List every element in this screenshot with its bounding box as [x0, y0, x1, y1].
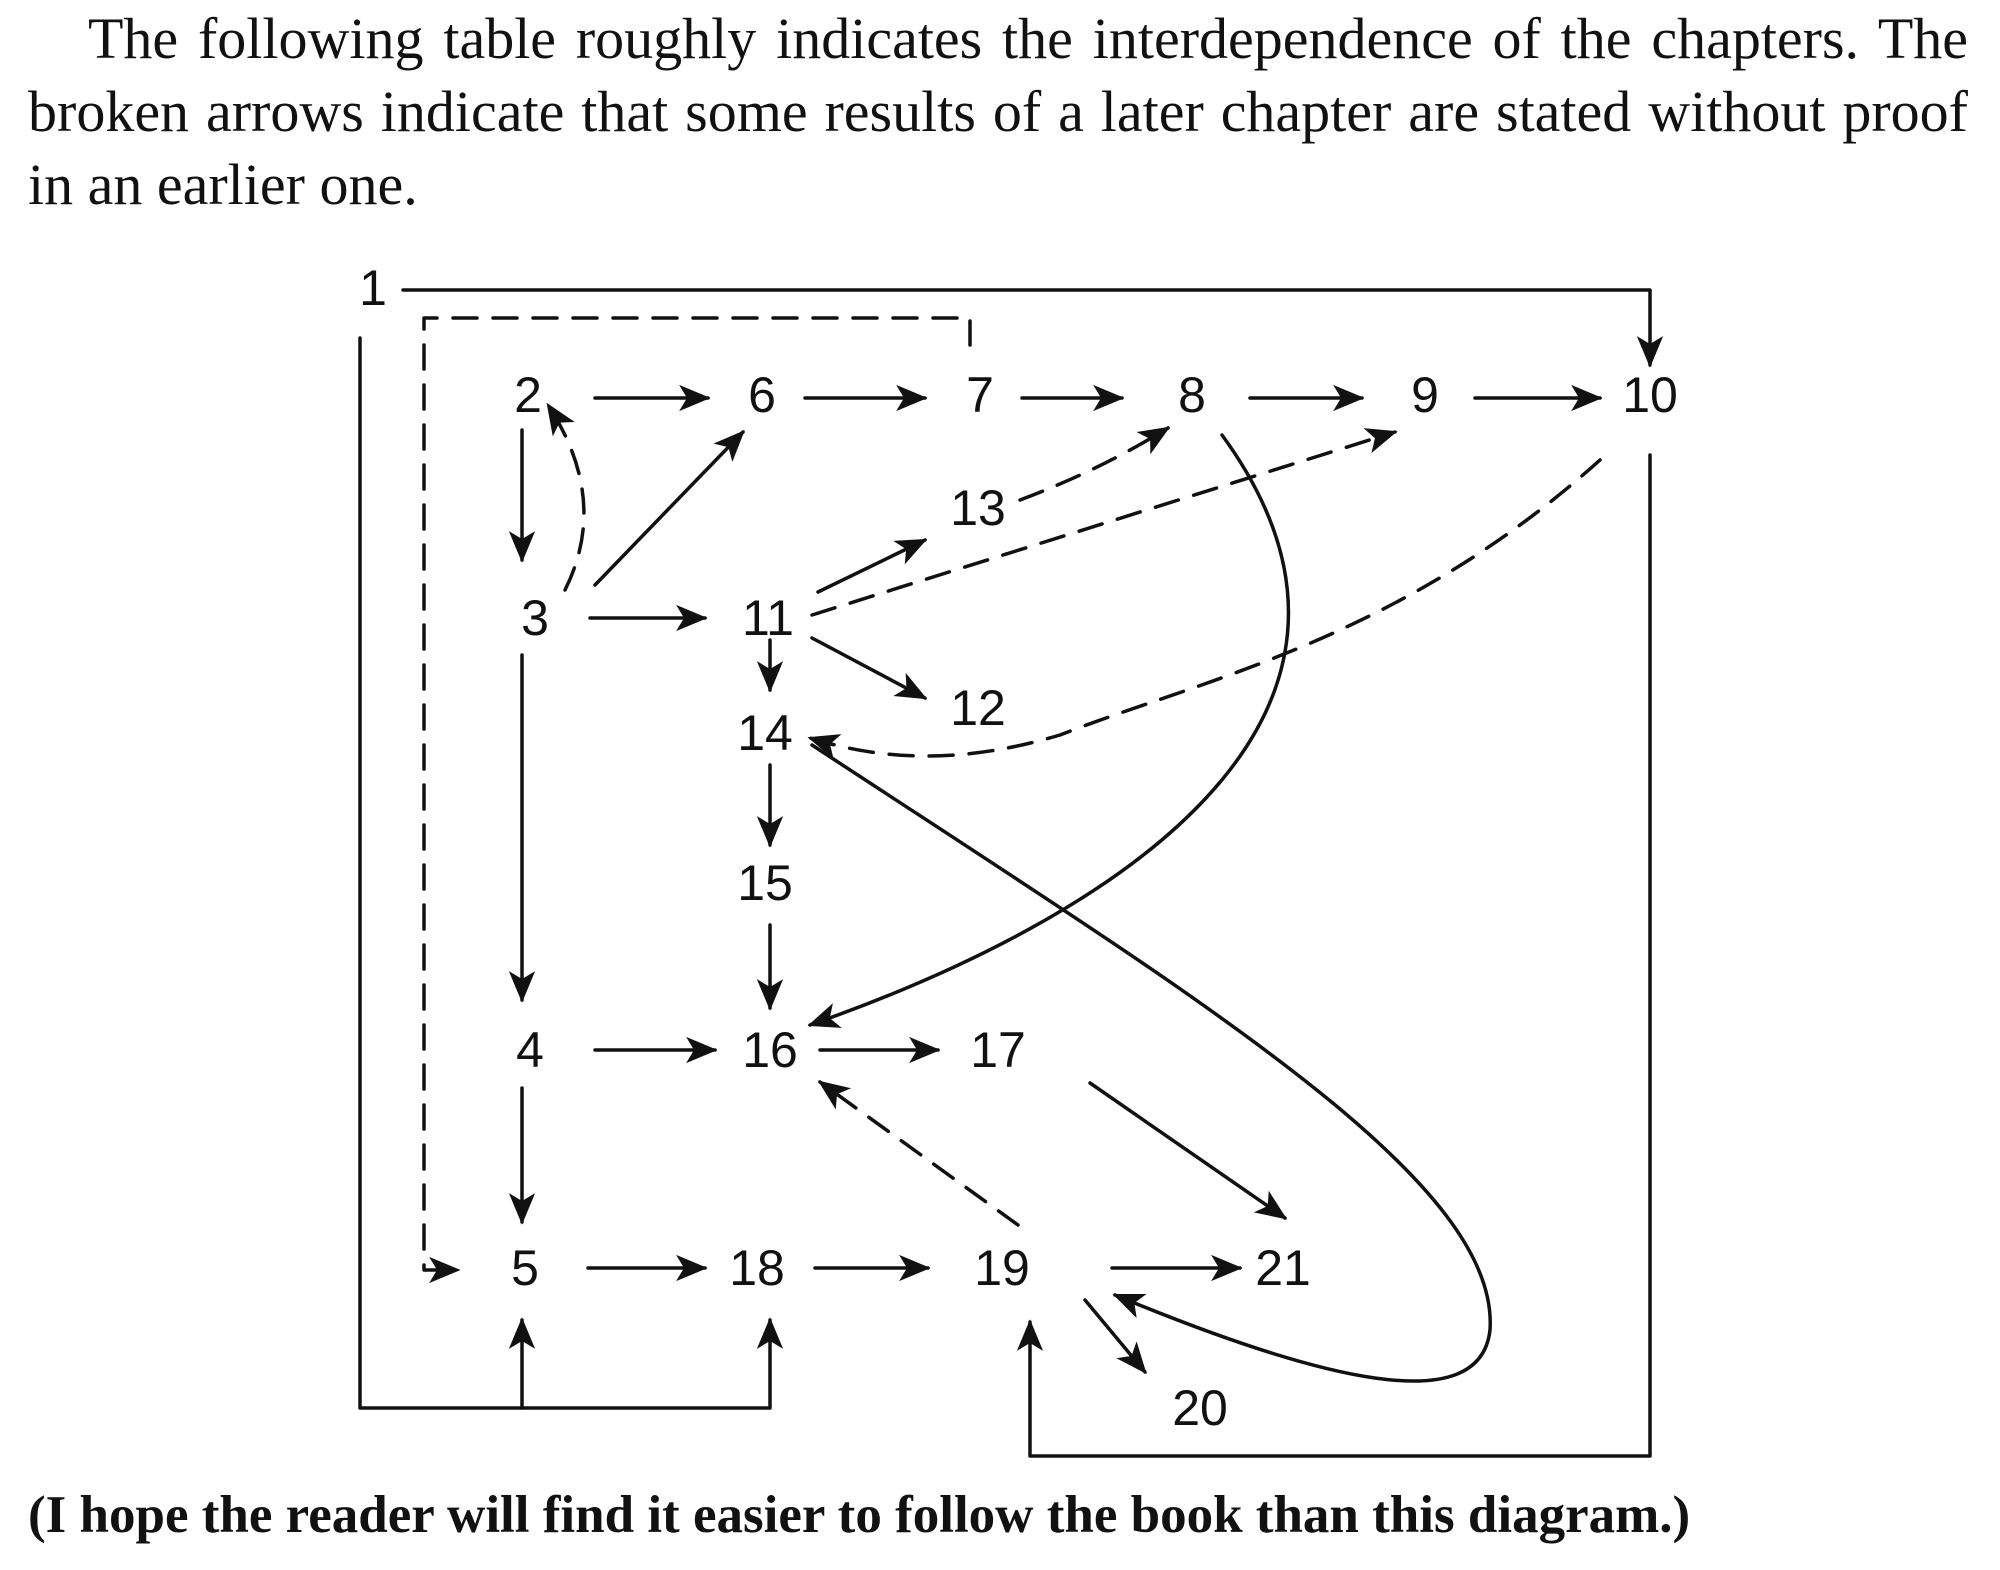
node-5: 5 [511, 1240, 539, 1296]
node-2: 2 [514, 367, 542, 423]
node-4: 4 [516, 1022, 544, 1078]
node-16: 16 [742, 1022, 798, 1078]
node-21: 21 [1255, 1240, 1311, 1296]
node-8: 8 [1178, 367, 1206, 423]
node-3: 3 [521, 590, 549, 646]
node-7: 7 [966, 367, 994, 423]
node-15: 15 [737, 855, 793, 911]
node-19: 19 [974, 1240, 1030, 1296]
edge-14-19 [810, 743, 1492, 1383]
intro-paragraph: The following table roughly indicates th… [28, 6, 1968, 217]
edge-13-8-dashed [1018, 426, 1171, 502]
node-17: 17 [970, 1022, 1026, 1078]
edge-19-20 [1083, 1298, 1147, 1375]
edge-10-14-dashed [807, 458, 1602, 760]
node-18: 18 [729, 1240, 785, 1296]
edge-1-5-18 [358, 336, 784, 1410]
edge-7-5-dashed [422, 316, 972, 1284]
node-6: 6 [748, 367, 776, 423]
edge-1-10 [401, 288, 1664, 368]
edge-11-12 [810, 636, 928, 700]
edge-17-21 [1088, 1081, 1288, 1220]
node-13: 13 [950, 480, 1006, 536]
node-14: 14 [737, 705, 793, 761]
edge-3-2-dashed [546, 402, 586, 592]
edge-19-16-dashed [817, 1080, 1020, 1227]
node-9: 9 [1411, 367, 1439, 423]
node-10: 10 [1622, 367, 1678, 423]
caption-text: (I hope the reader will find it easier t… [28, 1486, 1691, 1544]
edge-10-19 [1016, 453, 1652, 1458]
edge-11-13 [816, 538, 928, 594]
node-1: 1 [359, 260, 387, 316]
node-12: 12 [950, 680, 1006, 736]
node-20: 20 [1172, 1380, 1228, 1436]
edge-3-6 [593, 430, 745, 587]
edge-11-9-dashed [810, 428, 1398, 617]
node-11: 11 [742, 590, 794, 646]
edge-8-16 [807, 433, 1291, 1028]
